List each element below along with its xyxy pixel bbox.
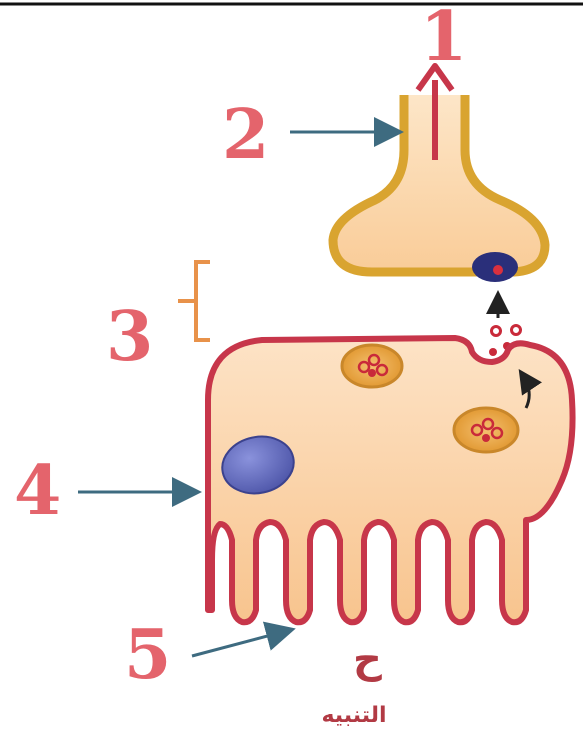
synaptic-cleft-bracket [178,262,210,340]
label-2: 2 [222,95,269,175]
label-1: 1 [420,0,467,77]
stimulus-caption: التنبيه [321,703,386,728]
label-4: 4 [14,451,61,531]
nerve-terminal [333,95,545,272]
stimulus-symbol: ح [353,636,382,682]
pointer-arrow-5 [192,630,290,656]
receptor-site [472,252,518,282]
vesicle-upper [342,345,402,387]
label-3: 3 [106,297,153,377]
vesicle-lower [454,408,518,452]
label-5: 5 [124,615,171,695]
